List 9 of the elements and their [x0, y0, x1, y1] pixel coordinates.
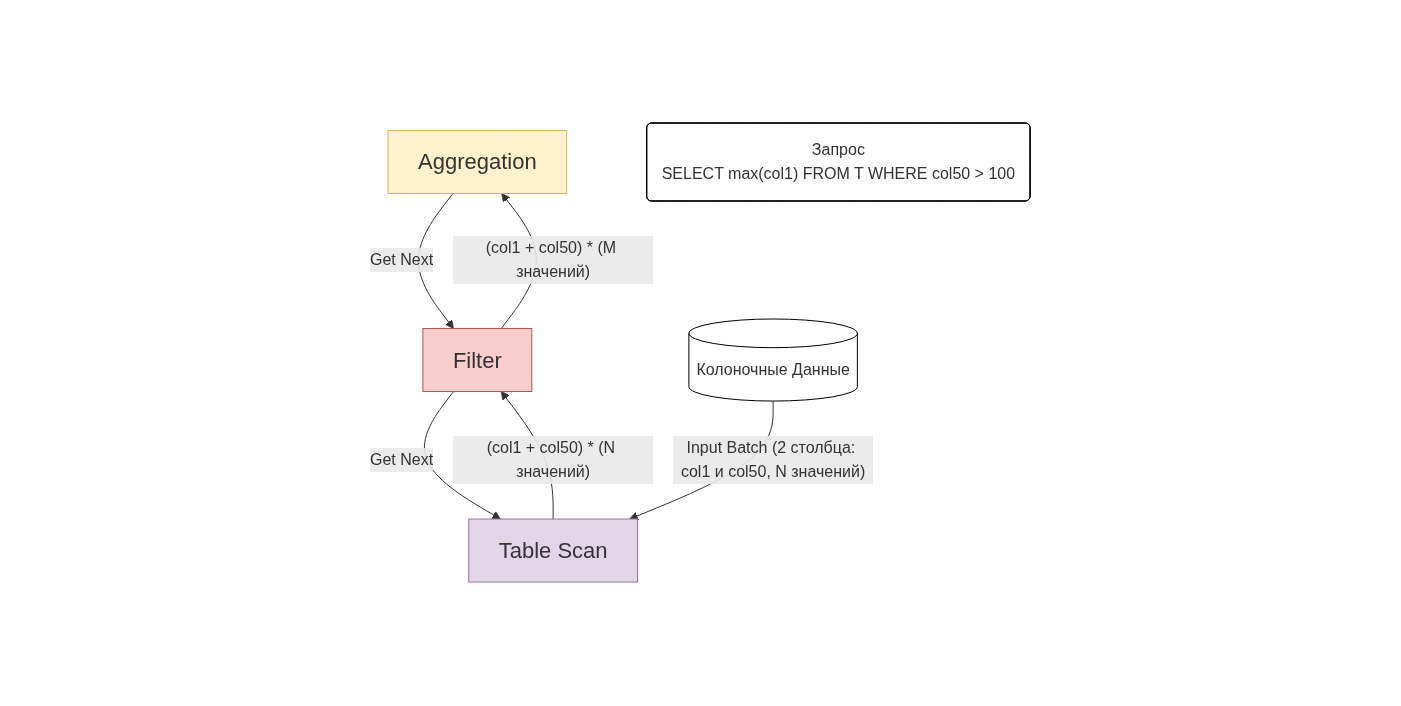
- edge-label: Get Next: [370, 451, 434, 469]
- edge-label: (col1 + col50) * (N значений): [487, 439, 616, 481]
- node-box: Aggregation: [387, 130, 568, 195]
- node-box: Table Scan: [468, 519, 639, 583]
- node-box: Filter: [422, 328, 533, 393]
- arrow: [424, 391, 502, 520]
- edge-label: Get Next: [370, 251, 434, 269]
- edge-label: (col1 + col50) * (M значений): [486, 239, 617, 281]
- edge-label: Input Batch (2 столбца: col1 и col50, N значений): [681, 439, 866, 481]
